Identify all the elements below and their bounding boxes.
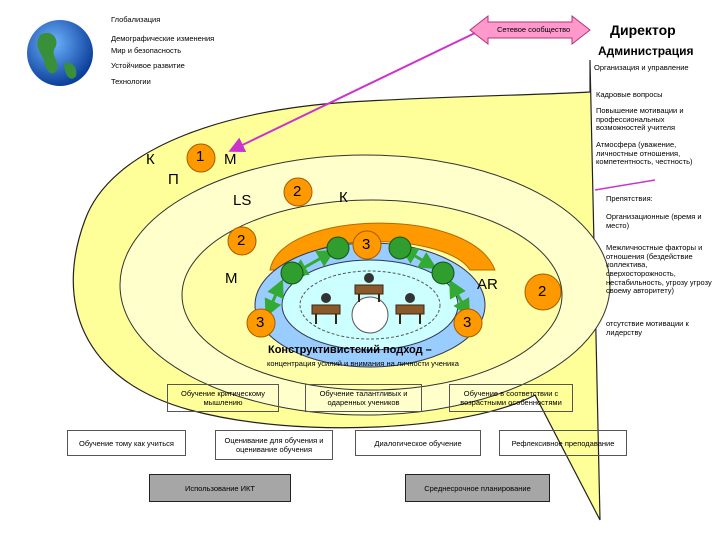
box-age: Обучение в соответствии с возрастными ос… — [449, 384, 573, 412]
topic-globalization: Глобализация — [111, 15, 161, 24]
label-k: К — [146, 151, 155, 168]
topic-technology: Технологии — [111, 77, 151, 86]
badge-3-right — [453, 308, 483, 338]
label-m-left: М — [225, 270, 238, 287]
label-one: 1 — [196, 148, 205, 165]
label-two-right: 2 — [538, 283, 547, 300]
badge-3-top — [352, 230, 382, 260]
box-critical-thinking: Обучение критическому мышлению — [167, 384, 279, 412]
label-p: П — [168, 171, 179, 188]
box-dialogic: Диалогическое обучение — [355, 430, 481, 456]
student-icon — [395, 293, 425, 324]
box-ict: Использование ИКТ — [149, 474, 291, 502]
topic-demography: Демографические изменения — [111, 34, 215, 43]
purple-arrow — [228, 32, 476, 153]
note-atmosphere: Атмосфера (уважение, личностные отношени… — [596, 140, 693, 167]
purple-arrow — [594, 179, 656, 191]
link-arrow — [264, 279, 284, 318]
badge-2-center — [283, 177, 313, 207]
note-obstacles: Препятствия: — [606, 194, 653, 203]
label-two-center: 2 — [293, 183, 302, 200]
note-interpersonal: Межличностные факторы и отношения (безде… — [606, 243, 712, 296]
label-two-left: 2 — [237, 232, 246, 249]
org-management-label: Организация и управление — [594, 63, 689, 72]
node-ball — [431, 261, 455, 285]
node-ball — [280, 261, 304, 285]
box-learn-to-learn: Обучение тому как учиться — [67, 430, 186, 456]
node-ball — [388, 236, 412, 260]
box-reflective: Рефлексивное преподавание — [499, 430, 627, 456]
director-label: Директор — [610, 22, 676, 38]
link-arrow — [289, 250, 336, 276]
node-ball — [326, 236, 350, 260]
box-midterm-planning: Среднесрочное планирование — [405, 474, 550, 502]
label-ar: AR — [477, 276, 498, 293]
badge-3-left — [246, 308, 276, 338]
note-motivation: Повышение мотивации и профессиональных в… — [596, 106, 684, 133]
approach-title: Конструктивистский подход – — [268, 344, 432, 356]
label-three-left: 3 — [256, 314, 265, 331]
student-icon — [311, 293, 341, 324]
approach-subtitle: концентрация усилий и внимания на личнос… — [267, 359, 459, 368]
topic-peace: Мир и безопасность — [111, 46, 182, 55]
label-three-top: 3 — [362, 236, 371, 253]
network-label: Сетевое сообщество — [497, 25, 571, 34]
box-talented: Обучение талантливых и одаренных ученико… — [305, 384, 422, 412]
badge-2-left — [227, 226, 257, 256]
badge-1 — [186, 143, 216, 173]
administration-label: Администрация — [598, 44, 694, 58]
badge-2-right — [524, 273, 562, 311]
center-circle — [351, 296, 389, 334]
box-assessment: Оценивание для обучения и оценивание обу… — [215, 430, 333, 460]
student-icon — [354, 273, 384, 302]
note-no-leader-motivation: отсутствие мотивации к лидерству — [606, 319, 689, 337]
ring-dashed — [299, 270, 441, 340]
globe-icon — [27, 20, 93, 86]
label-three-right: 3 — [463, 314, 472, 331]
network-arrow-shape — [469, 14, 591, 46]
label-m-top: М — [224, 151, 237, 168]
label-ls: LS — [233, 192, 252, 209]
label-k-center: К — [339, 189, 348, 206]
note-personnel: Кадровые вопросы — [596, 90, 663, 99]
link-arrow — [399, 246, 438, 270]
link-arrow — [449, 279, 470, 318]
topic-sustainable: Устойчивое развитие — [111, 61, 185, 70]
note-org-time: Организационные (время и место) — [606, 212, 702, 230]
